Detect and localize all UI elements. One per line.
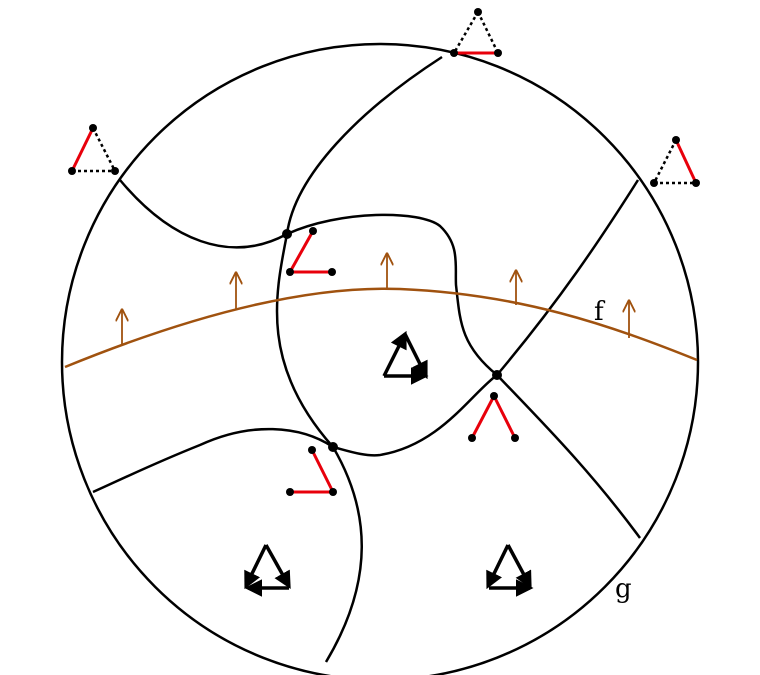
region-boundaries: [92, 55, 642, 663]
vertex-upper-left: [282, 229, 292, 239]
curve-lower-left: [92, 427, 334, 494]
curve-f: [64, 287, 698, 369]
angle-glyph-upper: [286, 227, 336, 276]
outer-circle-g: [60, 42, 700, 675]
vertex-dots: [282, 229, 502, 452]
curve-top-left: [119, 179, 288, 249]
vertex-right: [492, 370, 502, 380]
triangle-left: [68, 124, 119, 175]
label-f: f: [594, 297, 606, 327]
oriented-triangle-lower-left: [244, 544, 291, 597]
angle-glyph-right: [468, 392, 519, 442]
angle-glyph-lower: [286, 446, 337, 496]
vertex-lower-left: [328, 442, 338, 452]
curve-center-loop: [286, 213, 500, 457]
curve-right-upper: [496, 179, 640, 376]
triangle-right: [650, 136, 700, 187]
oriented-triangle-lower-right: [486, 544, 534, 597]
oriented-triangle-center: [382, 330, 429, 385]
f-normal-arrows: [122, 254, 629, 345]
curve-top: [275, 55, 443, 663]
triangle-top: [450, 8, 502, 57]
curve-right-lower: [496, 374, 642, 539]
label-g: g: [615, 574, 632, 604]
